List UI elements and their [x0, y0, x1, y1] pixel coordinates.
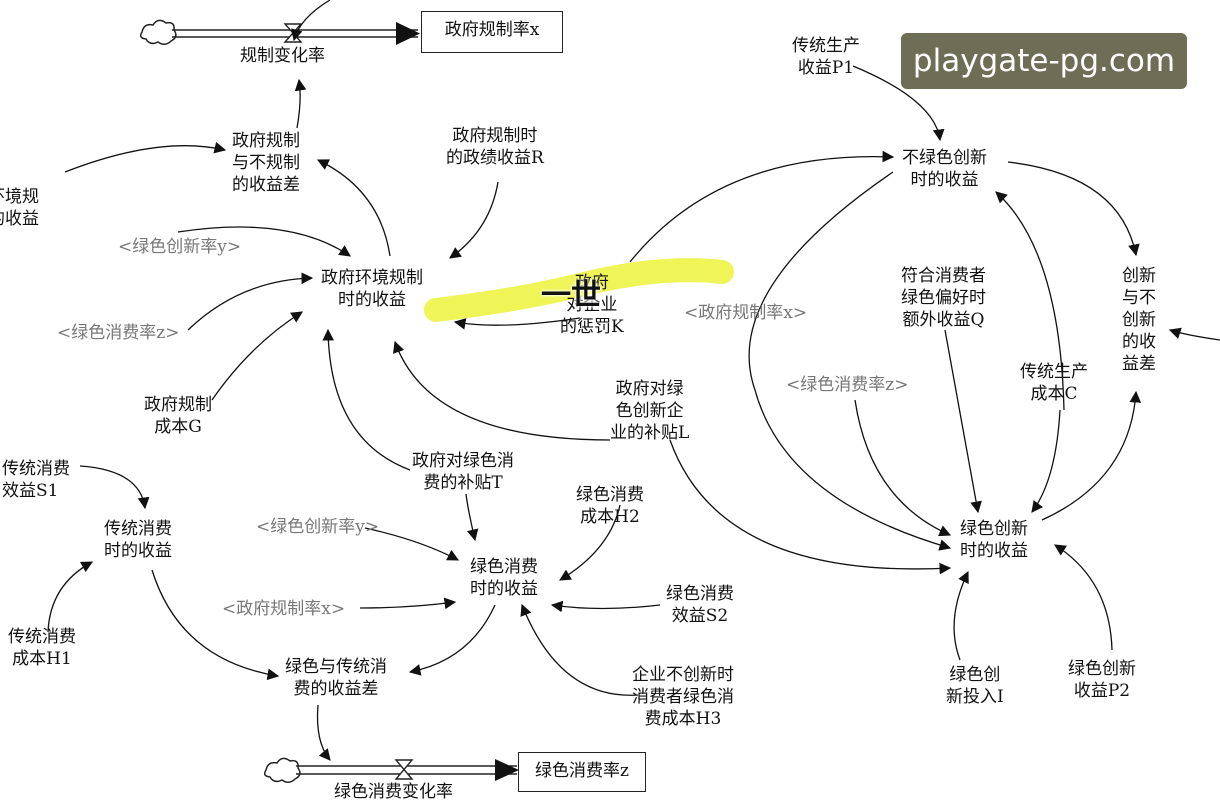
node-shadow-green-innovation-rate-2: <绿色创新率y> — [256, 517, 380, 537]
node-green-consumption-change-rate: 绿色消费变化率 — [334, 782, 453, 802]
node-consumer-cost-h3: 企业不创新时 消费者绿色消 费成本H3 — [632, 665, 734, 729]
node-traditional-production-cost-c: 传统生产 成本C — [1020, 362, 1088, 404]
node-regulation-benefit-difference: 政府规制 与不规制 的收益差 — [232, 131, 300, 195]
node-left-cut-label: 环境规 的收益 — [0, 187, 39, 229]
node-traditional-consumption-benefit-s1: 传统消费 效益S1 — [2, 459, 70, 501]
node-green-traditional-consumption-difference: 绿色与传统消 费的收益差 — [285, 657, 387, 699]
node-regulation-change-rate: 规制变化率 — [240, 46, 325, 66]
node-green-innovation-input-i: 绿色创 新投入I — [946, 665, 1004, 707]
green-consumption-flow-pipe — [263, 757, 519, 783]
node-subsidy-innovation-l: 政府对绿 色创新企 业的补贴L — [610, 379, 690, 443]
source-cloud-icon — [263, 757, 301, 783]
node-shadow-green-innovation-rate: <绿色创新率y> — [118, 237, 242, 257]
node-penalty-k: 政府 对企业 的惩罚K — [560, 273, 624, 337]
valve-icon — [394, 759, 414, 780]
node-traditional-production-p1: 传统生产 收益P1 — [792, 36, 860, 78]
regulation-flow-pipe — [139, 19, 420, 45]
node-traditional-consumption-revenue: 传统消费 时的收益 — [104, 519, 172, 561]
node-shadow-green-consumption-rate: <绿色消费率z> — [57, 323, 180, 343]
node-shadow-government-regulation-rate-3: <政府规制率x> — [684, 303, 808, 323]
node-regulation-cost-g: 政府规制 成本G — [144, 395, 212, 437]
node-non-green-innovation-revenue: 不绿色创新 时的收益 — [902, 148, 987, 190]
stock-government-regulation-rate: 政府规制率x — [421, 11, 563, 53]
node-regulation-performance-revenue: 政府规制时 的政绩收益R — [446, 126, 544, 168]
node-green-consumption-revenue: 绿色消费 时的收益 — [470, 557, 538, 599]
handwritten-scribble: 一世 — [541, 278, 601, 313]
watermark-label: playgate-pg.com — [901, 33, 1187, 89]
node-green-consumption-cost-h2: 绿色消费 成本H2 — [576, 485, 644, 527]
node-green-innovation-revenue: 绿色创新 时的收益 — [960, 519, 1028, 561]
node-government-environmental-regulation-revenue: 政府环境规制 时的收益 — [321, 268, 423, 310]
node-shadow-green-consumption-rate-3: <绿色消费率z> — [786, 375, 909, 395]
valve-icon — [283, 23, 303, 43]
stock-green-consumption-rate: 绿色消费率z — [518, 752, 646, 792]
node-green-innovation-p2: 绿色创新 收益P2 — [1068, 659, 1136, 701]
causal-arrows — [47, 0, 1220, 761]
node-innovation-difference: 创新 与不 创新 的收 益差 — [1122, 266, 1156, 374]
node-consumer-preference-q: 符合消费者 绿色偏好时 额外收益Q — [901, 266, 986, 330]
source-cloud-icon — [139, 19, 177, 45]
node-subsidy-consumption-t: 政府对绿色消 费的补贴T — [412, 451, 514, 493]
node-green-consumption-benefit-s2: 绿色消费 效益S2 — [666, 584, 734, 626]
node-traditional-consumption-cost-h1: 传统消费 成本H1 — [8, 627, 76, 669]
node-shadow-government-regulation-rate-2: <政府规制率x> — [222, 599, 346, 619]
